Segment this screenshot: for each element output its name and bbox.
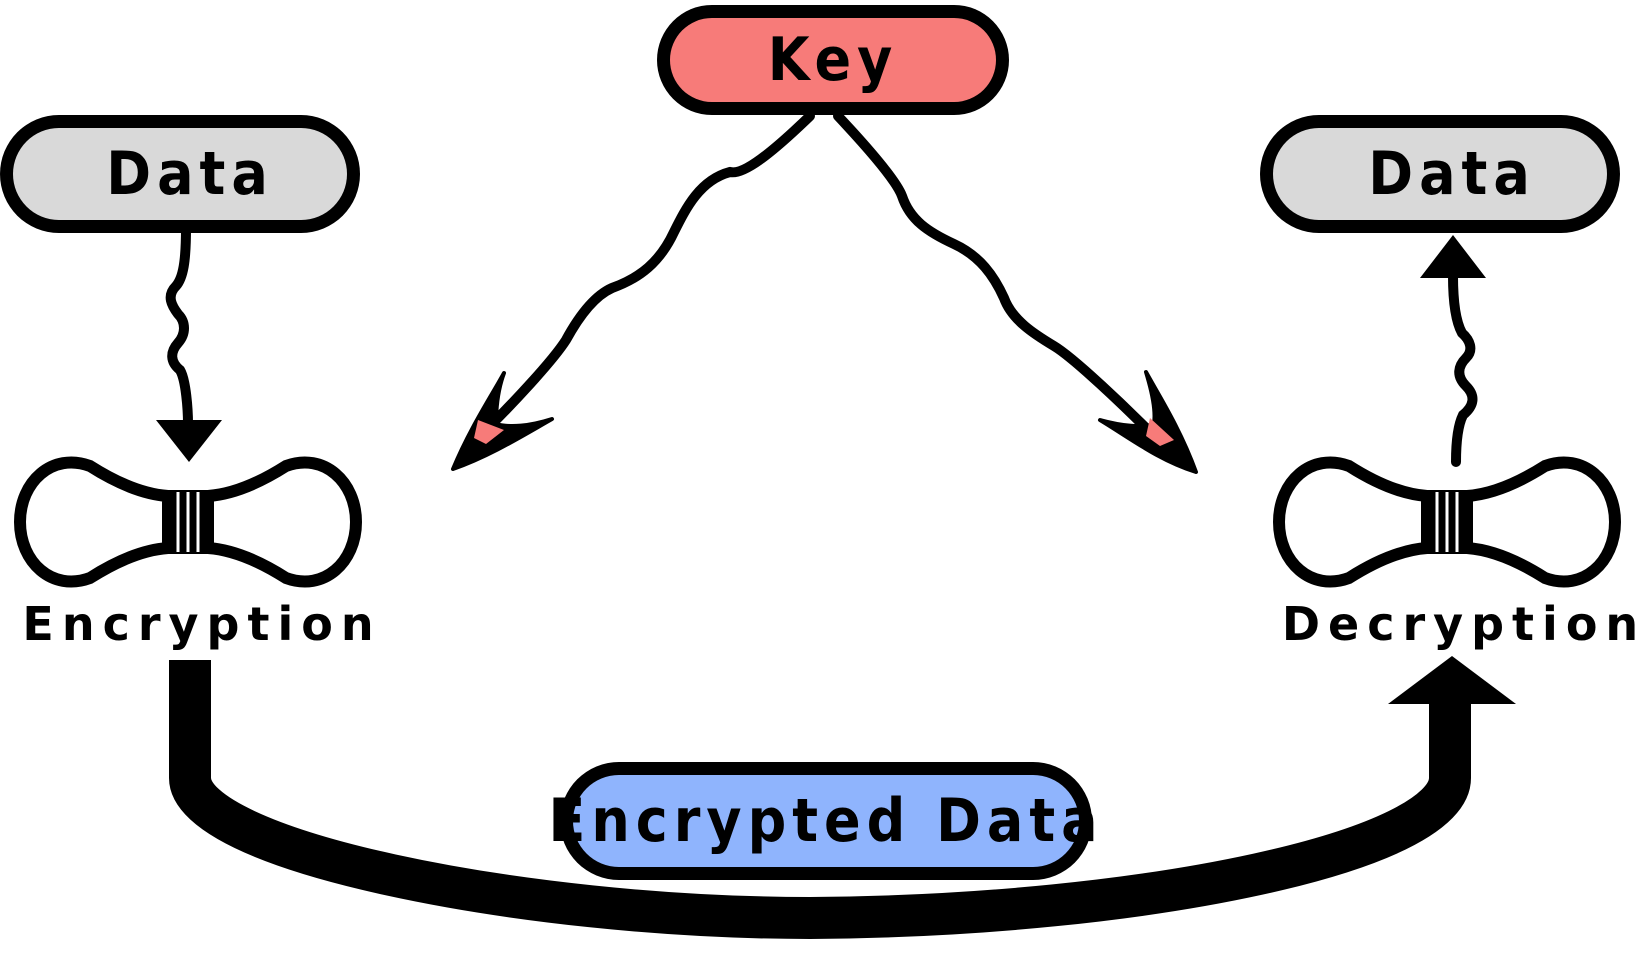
key-node: Key	[657, 5, 1009, 115]
bow-tie-icon	[1273, 456, 1621, 588]
data-input-label: Data	[106, 139, 273, 209]
edge-encryption-to-decryption	[169, 656, 1516, 940]
encryption-label: Encryption	[22, 597, 381, 651]
edge-key-to-encryption	[451, 111, 815, 471]
data-input-pill-fill	[13, 128, 347, 220]
key-label: Key	[768, 25, 899, 95]
data-input-node: Data	[0, 115, 360, 233]
edge-decryption-to-data	[1420, 235, 1486, 467]
encrypted-data-pill-fill	[573, 775, 1079, 867]
key-pill-fill	[670, 18, 996, 102]
data-output-label: Data	[1368, 139, 1535, 209]
decryption-label: Decryption	[1282, 597, 1646, 651]
edge-data-to-encryption	[156, 223, 222, 462]
data-output-node: Data	[1260, 115, 1620, 233]
bow-tie-icon	[14, 456, 362, 588]
encrypted-data-label: Encrypted Data	[548, 786, 1103, 856]
data-output-pill-fill	[1273, 128, 1607, 220]
encrypted-data-node: Encrypted Data	[548, 762, 1103, 880]
edge-key-to-decryption	[833, 111, 1198, 474]
